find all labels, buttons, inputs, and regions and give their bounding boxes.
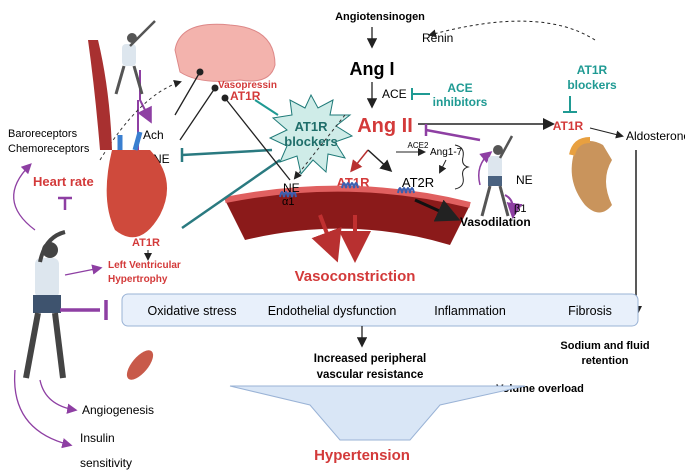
artery-icon <box>88 40 112 150</box>
blocker-inhibit-ne <box>181 148 273 157</box>
dashed-arrow-baroreceptors <box>99 80 182 161</box>
person-exercising-top-icon <box>114 20 156 95</box>
exercise-arrow-angiogenesis <box>39 379 78 414</box>
hypertension-label: Hypertension <box>314 447 410 464</box>
exercise-arrow-insulin <box>13 369 73 449</box>
exercise-arrow-ach <box>137 70 152 124</box>
box-item-fibrosis: Fibrosis <box>568 304 612 318</box>
beta1-label: β1 <box>514 203 526 215</box>
chemoreceptors-label: Chemoreceptors <box>8 143 90 155</box>
ace-inhibitors-label-2: inhibitors <box>433 95 488 109</box>
aldosterone-label: Aldosterone <box>626 129 685 143</box>
exercise-arrow-ne <box>504 194 523 219</box>
exercise-arrow-ang17 <box>478 151 493 186</box>
heart-icon <box>106 150 168 238</box>
arrow-vasoconstriction-1 <box>311 214 342 263</box>
ace-label: ACE <box>382 87 407 101</box>
resistance-label: Increased peripheral <box>314 353 427 365</box>
ang2-label: Ang II <box>357 115 413 137</box>
heart-rate-label: Heart rate <box>33 174 94 189</box>
neuron-node <box>211 84 219 92</box>
nerve-lines <box>174 71 291 181</box>
star-blockers-label: AT1R <box>295 119 329 134</box>
receptors <box>279 182 415 198</box>
at1r-blockers-star <box>268 93 354 176</box>
box-item-inflammation: Inflammation <box>434 304 506 318</box>
arrow-at1r <box>350 149 369 173</box>
mechanisms-box <box>121 293 639 327</box>
brain-icon <box>174 23 276 82</box>
kidney-icon <box>571 141 612 213</box>
ang1-label: Ang I <box>350 59 395 79</box>
angiotensinogen-label: Angiotensinogen <box>335 11 425 23</box>
vessel-ne-label: NE <box>283 181 300 195</box>
neuron-node <box>221 94 229 102</box>
at2r-label: AT2R <box>402 175 434 190</box>
ang17-label: Ang1-7 <box>430 147 463 158</box>
receptor-icon <box>397 187 415 194</box>
star-blockers-label-2: blockers <box>284 134 337 149</box>
kidney-at1r-label: AT1R <box>553 119 584 133</box>
kidney-ne-label: NE <box>516 173 533 187</box>
ace2-label: ACE2 <box>408 141 429 150</box>
blood-vessel <box>225 188 470 245</box>
ace-inhibitors-label: ACE <box>447 81 472 95</box>
arrow-vasodilation <box>414 198 461 222</box>
exercise-inhibit-ang2 <box>425 128 481 142</box>
person-exercising-right-icon <box>480 135 514 217</box>
baroreceptors-label: Baroreceptors <box>8 128 78 140</box>
insulin-label: Insulin <box>80 431 115 445</box>
muscle-icon <box>126 350 154 380</box>
dashed-arrow-ne <box>293 114 346 180</box>
sodium-label-2: retention <box>581 355 628 367</box>
heart-vessels <box>117 131 143 151</box>
vasodilation-label: Vasodilation <box>460 215 531 229</box>
box-item-oxidative-stress: Oxidative stress <box>148 304 237 318</box>
angiogenesis-label: Angiogenesis <box>82 403 154 417</box>
resistance-label-2: vascular resistance <box>317 369 424 381</box>
adrenal-icon <box>569 137 591 156</box>
kidney-blockers-label-2: blockers <box>567 78 617 92</box>
alpha1-label: α1 <box>282 196 294 208</box>
exercise-arrow-lvh <box>64 264 103 276</box>
exercise-arrow-baroreceptors <box>13 163 36 231</box>
ach-label: Ach <box>143 128 164 142</box>
heart-at1r-label: AT1R <box>132 237 160 249</box>
dashed-arrow-renin <box>428 20 596 41</box>
vasoconstriction-label: Vasoconstriction <box>295 268 416 285</box>
arrow-aldosterone <box>589 127 624 139</box>
big-down-arrow <box>229 385 526 441</box>
insulin-label-2: sensitivity <box>80 456 132 470</box>
brace <box>454 144 470 190</box>
brain-at1r-label: AT1R <box>230 89 261 103</box>
sodium-label: Sodium and fluid <box>560 340 649 352</box>
lvh-label-2: Hypertrophy <box>108 274 168 285</box>
vasopressin-label: Vasopressin <box>218 80 277 91</box>
arrow-at2r <box>439 159 447 174</box>
kidney-blockers-label: AT1R <box>577 63 608 77</box>
blocker-inhibit-heart <box>181 158 281 230</box>
receptor-icon <box>279 191 297 198</box>
box-item-endothelial-dysfunction: Endothelial dysfunction <box>268 304 397 318</box>
renin-label: Renin <box>422 31 453 45</box>
brain-inhibit-line <box>254 99 279 116</box>
receptor-icon <box>341 182 359 189</box>
lvh-label: Left Ventricular <box>108 260 181 271</box>
arrow-at2r-main <box>367 149 393 173</box>
vessel-wall <box>224 185 471 208</box>
neuron-node <box>196 68 204 76</box>
person-exercising-main-icon <box>23 230 66 379</box>
exercise-inhibit-heart-rate <box>58 196 72 210</box>
